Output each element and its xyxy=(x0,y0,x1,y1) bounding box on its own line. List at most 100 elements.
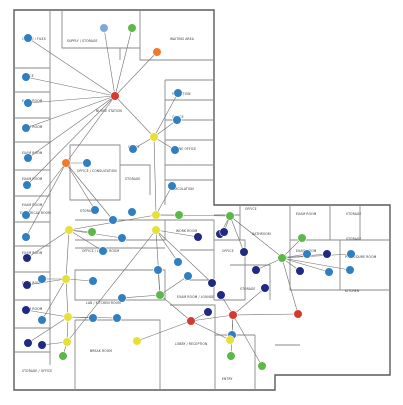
room-label: NURSE STATION xyxy=(96,109,123,113)
interior-wall xyxy=(69,144,151,201)
network-edge xyxy=(155,229,213,284)
network-edge xyxy=(114,95,155,138)
network-edge xyxy=(68,229,104,252)
network-node-blue xyxy=(346,249,356,259)
network-node-navy xyxy=(239,247,249,257)
network-node-blue xyxy=(21,210,31,220)
network-node-navy xyxy=(295,266,305,276)
network-node-blue xyxy=(302,249,312,259)
network-edge xyxy=(190,314,234,322)
network-node-navy xyxy=(207,278,217,288)
network-node-red xyxy=(110,91,120,101)
network-node-yellow xyxy=(151,210,161,220)
network-node-navy xyxy=(23,338,33,348)
network-edge xyxy=(232,313,299,316)
network-node-blue xyxy=(23,153,33,163)
network-node-blue xyxy=(173,88,183,98)
network-node-green xyxy=(277,253,287,263)
room-label: ENTRY xyxy=(222,377,233,381)
network-edge xyxy=(190,320,231,341)
room-label: WORK ROOM xyxy=(176,229,197,233)
network-edge xyxy=(155,229,179,263)
network-edge xyxy=(25,162,67,216)
network-edge xyxy=(155,214,231,217)
room-label: STORAGE xyxy=(80,209,95,213)
room-label: STORAGE / OFFICE xyxy=(22,369,52,373)
network-node-navy xyxy=(22,253,32,263)
network-edge xyxy=(281,253,352,259)
network-node-navy xyxy=(219,227,229,237)
network-node-yellow xyxy=(151,225,161,235)
room-label: WAITING AREA xyxy=(170,37,195,41)
network-node-navy xyxy=(260,283,270,293)
network-edge xyxy=(26,278,67,286)
network-node-yellow xyxy=(63,312,73,322)
room-label: OFFICE / FILES xyxy=(22,37,46,41)
network-node-blue xyxy=(167,181,177,191)
network-edge xyxy=(27,316,69,344)
room-label: STORAGE xyxy=(346,237,361,241)
network-node-green xyxy=(174,210,184,220)
network-edge xyxy=(232,287,266,316)
room-label: STORAGE xyxy=(240,287,255,291)
room-label: LAB / KITCHEN ROOM xyxy=(86,301,121,305)
network-node-yellow xyxy=(149,132,159,142)
network-node-navy xyxy=(37,340,47,350)
network-node-green xyxy=(257,361,267,371)
network-edge xyxy=(25,309,69,318)
network-edge xyxy=(25,76,116,97)
network-node-green xyxy=(297,233,307,243)
room-label: EXAM ROOM xyxy=(22,99,43,103)
network-edge xyxy=(159,275,189,296)
room-label: CIRCULATION xyxy=(172,187,194,191)
network-node-navy xyxy=(203,307,213,317)
network-node-yellow xyxy=(64,225,74,235)
room-label: SUPPLY / STORAGE xyxy=(67,39,98,43)
network-node-yellow xyxy=(61,274,71,284)
room-label: BATHROOM xyxy=(252,232,271,236)
network-node-green xyxy=(127,23,137,33)
network-edge xyxy=(65,95,116,164)
network-node-navy xyxy=(22,280,32,290)
network-edge xyxy=(159,294,192,322)
network-edge xyxy=(66,229,157,343)
network-node-navy xyxy=(322,249,332,259)
network-node-navy xyxy=(21,305,31,315)
network-edge xyxy=(65,229,70,280)
network-edge xyxy=(153,119,178,138)
network-edge xyxy=(155,185,173,216)
room-label: KITCHEN xyxy=(345,289,360,293)
network-node-orange xyxy=(152,47,162,57)
room-label: STORAGE xyxy=(346,212,361,216)
interior-wall xyxy=(164,79,214,205)
network-edge xyxy=(281,257,299,315)
network-node-navy xyxy=(193,232,203,242)
network-node-blue xyxy=(37,274,47,284)
network-node-blue xyxy=(98,246,108,256)
room-label: EXAM ROOM xyxy=(22,125,43,129)
network-edge xyxy=(27,37,116,97)
room-label: OFFICE xyxy=(222,249,234,253)
network-node-green xyxy=(225,211,235,221)
network-node-green xyxy=(58,351,68,361)
room-label: STORAGE xyxy=(125,177,140,181)
network-node-navy xyxy=(251,265,261,275)
network-edge xyxy=(232,314,263,367)
network-node-orange xyxy=(61,158,71,168)
network-edge xyxy=(114,51,158,97)
network-node-blue xyxy=(128,144,138,154)
network-edge xyxy=(25,162,67,238)
network-edge xyxy=(26,229,70,259)
network-node-blue xyxy=(37,315,47,325)
network-node-green xyxy=(226,351,236,361)
room-label: PHONE OFFICE xyxy=(172,147,196,151)
network-edge xyxy=(27,95,116,159)
network-node-blue xyxy=(170,145,180,155)
network-edge xyxy=(103,27,116,97)
room-label: BREAK ROOM xyxy=(90,349,112,353)
network-edge xyxy=(155,229,199,238)
network-edge xyxy=(281,257,351,271)
network-edge xyxy=(121,294,161,299)
network-node-blue xyxy=(117,293,127,303)
